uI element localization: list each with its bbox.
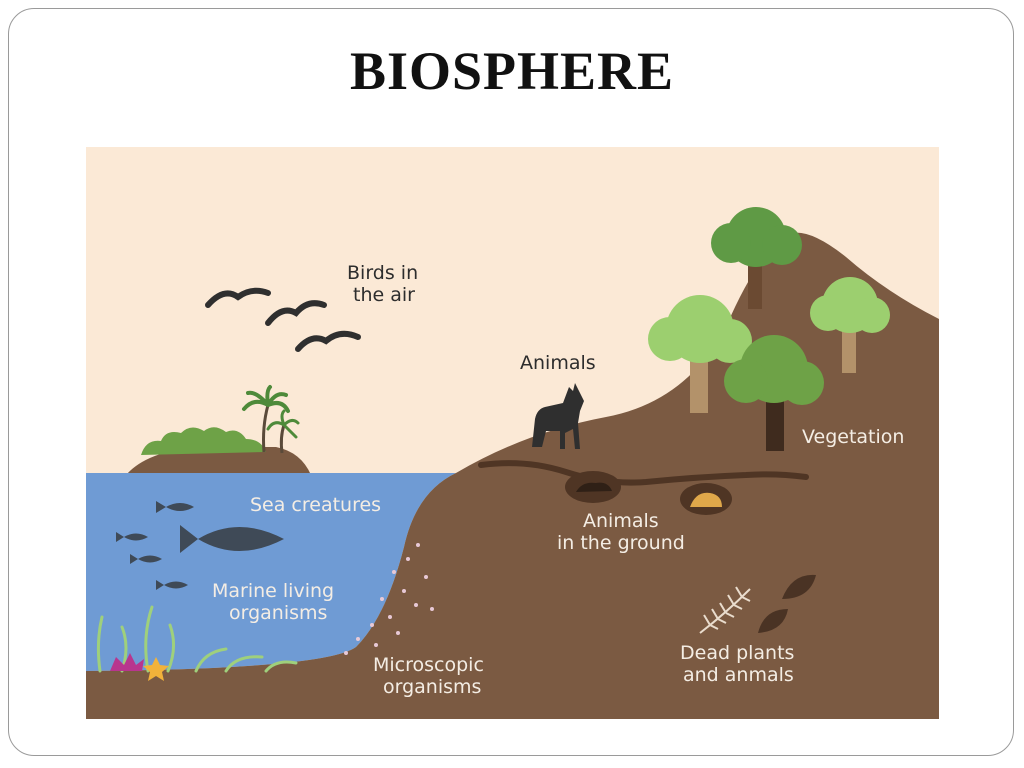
label-ground-line1: Animals (583, 510, 659, 532)
coral-magenta (110, 653, 144, 671)
label-ground-line2: in the ground (557, 532, 685, 554)
tree-middle (724, 335, 824, 451)
label-marine-line2: organisms (229, 602, 327, 624)
label-dead-line2: and anmals (683, 664, 794, 686)
label-micro-line1: Microscopic (373, 654, 484, 676)
burrow-animal-right (690, 492, 722, 507)
dog-silhouette (532, 383, 584, 449)
burrow-animal-left (576, 482, 612, 492)
birds (205, 287, 361, 352)
label-dead-line1: Dead plants (680, 642, 794, 664)
microscopic-dots (344, 543, 434, 655)
biosphere-diagram: Birds in the air Animals Vegetation Sea … (86, 147, 939, 719)
dead-leaves (758, 574, 816, 633)
starfish (143, 657, 169, 681)
fish-group (116, 501, 284, 590)
tree-top (711, 207, 802, 309)
biosphere-illustration: Birds in the air Animals Vegetation Sea … (86, 147, 939, 719)
sea-water (86, 473, 456, 671)
tree-left (648, 295, 752, 413)
label-animals: Animals (520, 352, 596, 374)
dead-fern (699, 586, 751, 634)
palm-tree (242, 385, 300, 454)
label-micro-line2: organisms (383, 676, 481, 698)
label-birds-line2: the air (353, 284, 415, 306)
label-sea-creatures: Sea creatures (250, 494, 381, 516)
label-marine-line1: Marine living (212, 580, 334, 602)
ground-tunnel (478, 460, 809, 486)
tree-right (810, 277, 890, 373)
island-bushes (141, 427, 266, 455)
slide-title: BIOSPHERE (349, 41, 675, 101)
label-vegetation: Vegetation (802, 426, 904, 448)
label-birds-line1: Birds in (347, 262, 418, 284)
